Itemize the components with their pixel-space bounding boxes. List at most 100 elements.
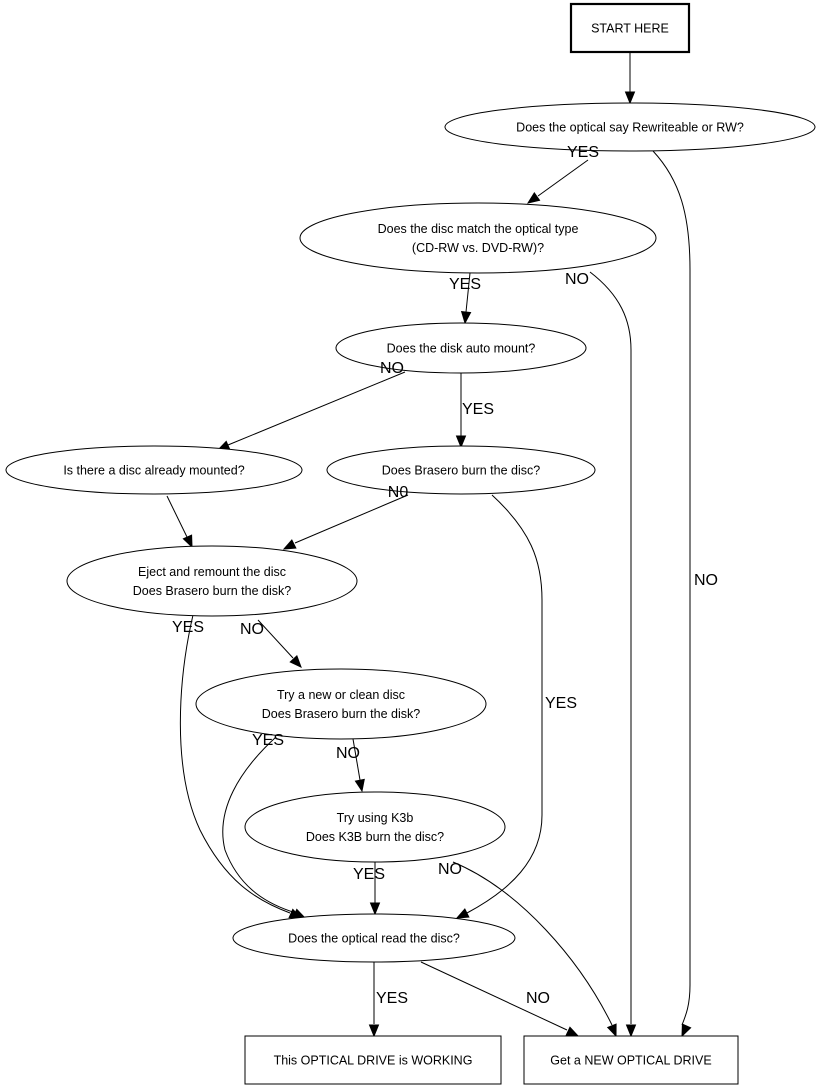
- node-label: Does Brasero burn the disc?: [382, 464, 540, 478]
- edge-start-to-rw: [624, 52, 636, 105]
- arrowhead-icon: [625, 1024, 637, 1038]
- edge-line: [466, 494, 543, 914]
- node-ellipse: [195, 668, 487, 740]
- edge-match-to-newdrive: [589, 271, 637, 1038]
- node-label: Get a NEW OPTICAL DRIVE: [550, 1054, 711, 1068]
- node-ellipse: [232, 913, 516, 963]
- arrowhead-icon: [624, 91, 636, 105]
- arrowhead-icon: [565, 1026, 580, 1037]
- edge-newdisc-to-read: [222, 736, 307, 919]
- node-match[interactable]: Does the disc match the optical type(CD-…: [299, 202, 657, 274]
- node-label: Is there a disc already mounted?: [63, 464, 244, 478]
- node-read[interactable]: Does the optical read the disc?: [232, 913, 516, 963]
- edge-automount-to-mounted: [216, 371, 406, 451]
- arrowhead-icon: [460, 311, 472, 325]
- node-newdrive[interactable]: Get a NEW OPTICAL DRIVE: [523, 1035, 739, 1085]
- node-box: [523, 1035, 739, 1085]
- edge-label: NO: [380, 360, 404, 377]
- node-mounted[interactable]: Is there a disc already mounted?: [5, 445, 303, 495]
- node-label: Try a new or clean disc: [277, 688, 405, 702]
- node-brasero[interactable]: Does Brasero burn the disc?: [326, 445, 596, 495]
- edge-label: YES: [353, 866, 385, 883]
- edge-label: NO: [336, 745, 360, 762]
- arrowhead-icon: [368, 1024, 380, 1038]
- arrowhead-icon: [455, 435, 467, 449]
- edge-line: [652, 150, 691, 1026]
- edge-line: [452, 861, 613, 1026]
- arrowhead-icon: [681, 1023, 692, 1038]
- edge-label: YES: [462, 401, 494, 418]
- edges-layer: [166, 52, 692, 1038]
- edge-label: YES: [172, 619, 204, 636]
- edge-line: [352, 738, 361, 781]
- edge-label: NO: [438, 861, 462, 878]
- arrowhead-icon: [369, 902, 381, 916]
- edge-newdisc-to-k3b: [352, 738, 365, 793]
- node-ellipse: [444, 102, 816, 152]
- node-ellipse: [5, 445, 303, 495]
- arrowhead-icon: [289, 654, 302, 668]
- edge-line: [257, 619, 294, 659]
- edge-line: [420, 961, 568, 1031]
- edge-line: [465, 272, 471, 313]
- edge-line: [227, 371, 406, 446]
- node-box: [244, 1035, 502, 1085]
- edge-label: YES: [449, 276, 481, 293]
- node-ellipse: [326, 445, 596, 495]
- edge-line: [179, 614, 291, 914]
- node-ellipse: [66, 545, 358, 617]
- edge-rw-to-newdrive: [652, 150, 692, 1038]
- node-ellipse: [244, 791, 506, 863]
- edge-label: NO: [240, 621, 264, 638]
- node-label: Does the optical say Rewriteable or RW?: [516, 121, 744, 135]
- edge-label: NO: [565, 271, 589, 288]
- edge-label: NO: [526, 990, 550, 1007]
- node-label: Does the disc match the optical type: [378, 222, 579, 236]
- arrowhead-icon: [282, 539, 297, 550]
- node-label: Does Brasero burn the disk?: [262, 707, 420, 721]
- nodes-layer: START HERE Does the optical say Rewriteab…: [5, 2, 816, 1085]
- edge-k3b-to-read: [369, 862, 381, 916]
- node-label: Does Brasero burn the disk?: [133, 584, 291, 598]
- node-rw[interactable]: Does the optical say Rewriteable or RW?: [444, 102, 816, 152]
- edge-label: YES: [252, 732, 284, 749]
- node-label: Does the disk auto mount?: [387, 342, 536, 356]
- edge-brasero-to-read: [455, 494, 543, 919]
- edge-eject-to-read: [179, 614, 303, 919]
- edge-eject-to-newdisc: [257, 619, 302, 668]
- edge-label: NO: [694, 572, 718, 589]
- edge-match-to-automount: [460, 272, 472, 325]
- edge-rw-to-match: [526, 159, 589, 204]
- node-label: START HERE: [591, 22, 669, 36]
- arrowhead-icon: [455, 908, 470, 919]
- arrowhead-icon: [526, 192, 541, 204]
- node-label: This OPTICAL DRIVE is WORKING: [274, 1054, 473, 1068]
- edge-label: YES: [376, 990, 408, 1007]
- node-automount[interactable]: Does the disk auto mount?: [335, 322, 587, 374]
- node-ellipse: [335, 322, 587, 374]
- edge-read-to-working: [368, 962, 380, 1038]
- node-label: Does K3B burn the disc?: [306, 830, 444, 844]
- edge-line: [589, 271, 632, 1024]
- edge-label: YES: [545, 695, 577, 712]
- node-label: Does the optical read the disc?: [288, 932, 460, 946]
- arrowhead-icon: [182, 534, 193, 549]
- arrowhead-icon: [606, 1023, 617, 1038]
- edge-mounted-to-eject: [166, 495, 193, 549]
- node-label: Eject and remount the disc: [138, 565, 286, 579]
- edge-read-to-newdrive: [420, 961, 580, 1037]
- node-box: [569, 2, 691, 54]
- edge-line: [537, 159, 589, 197]
- node-ellipse: [299, 202, 657, 274]
- node-working[interactable]: This OPTICAL DRIVE is WORKING: [244, 1035, 502, 1085]
- edge-label: N0: [388, 484, 409, 501]
- node-start[interactable]: START HERE: [569, 2, 691, 54]
- edge-k3b-to-newdrive: [452, 861, 617, 1038]
- edge-label: YES: [567, 144, 599, 161]
- edge-line: [222, 736, 297, 914]
